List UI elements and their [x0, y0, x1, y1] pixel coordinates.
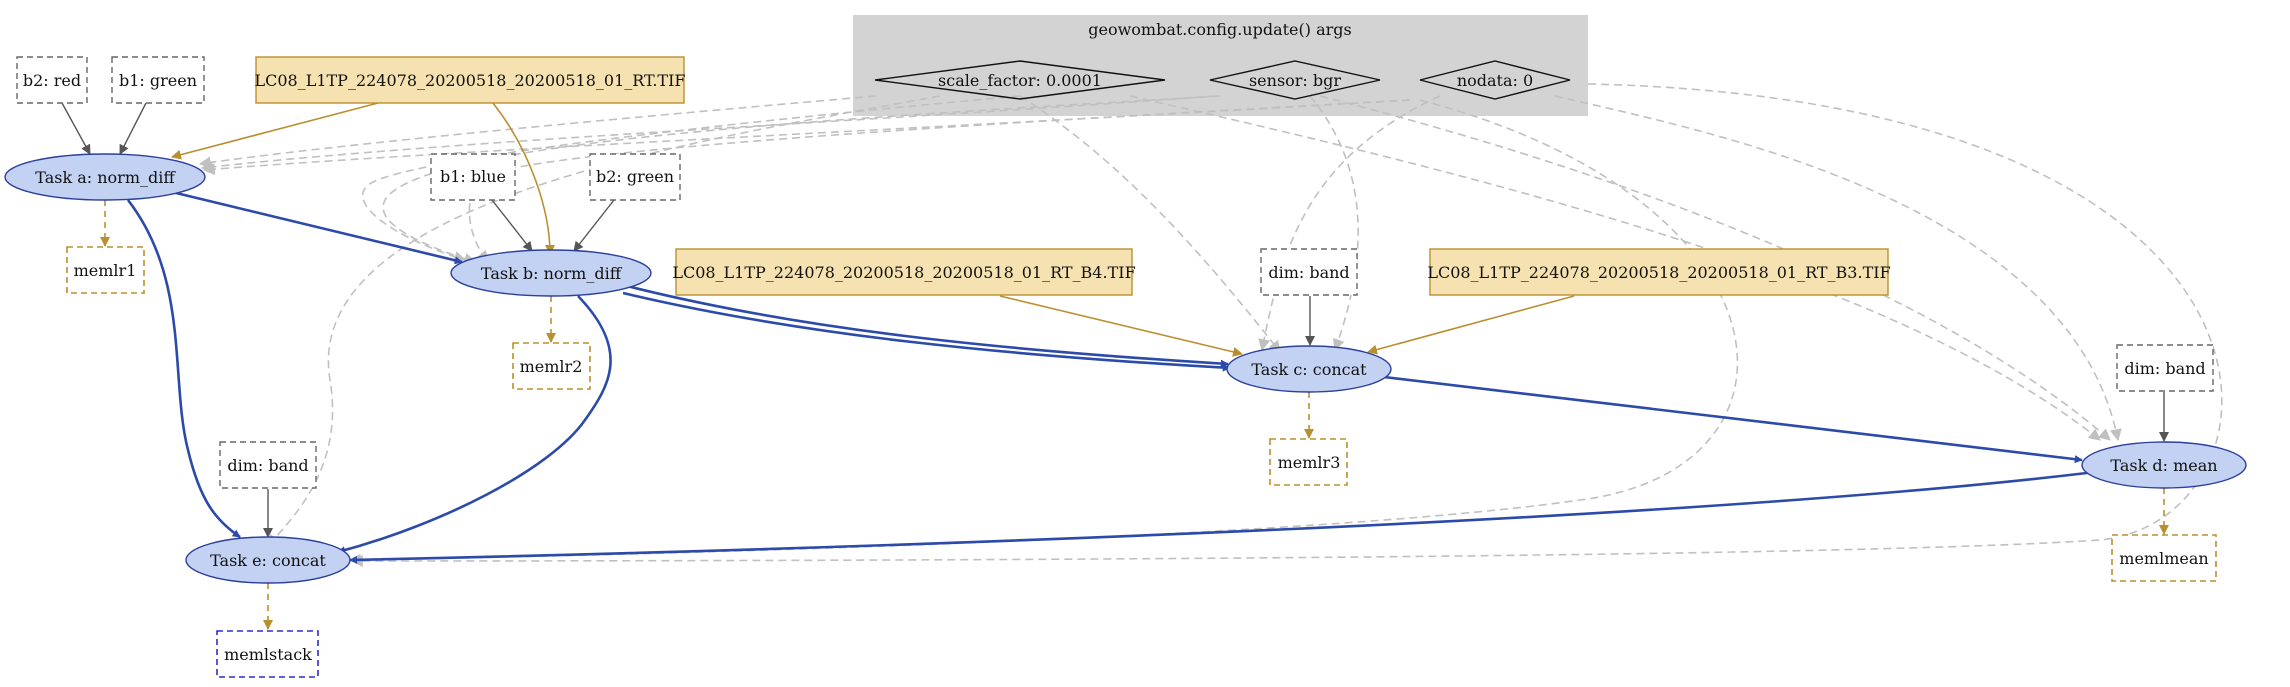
cfg-edge: [1129, 95, 2101, 441]
arg-b1-green: b1: green: [111, 56, 205, 104]
arg-dim-band-d: dim: band: [2116, 344, 2214, 392]
arg-dim-band-e: dim: band: [219, 441, 317, 489]
arg-b2-red: b2: red: [16, 56, 88, 104]
task-label: Task d: mean: [2110, 456, 2217, 475]
cfg-edge: [1258, 95, 1441, 352]
cfg-edge: [200, 95, 1216, 173]
file-label: LC08_L1TP_224078_20200518_20200518_01_RT…: [1427, 263, 1890, 282]
config-cluster: [853, 15, 1588, 116]
cfg-edge: [198, 95, 877, 169]
arg-label: b2: red: [23, 71, 81, 90]
arg-label: dim: band: [1268, 263, 1349, 282]
output-label: memlr2: [520, 357, 583, 376]
cfg-edge: [348, 99, 1739, 566]
config-arg-sensor: sensor: bgr: [1209, 60, 1381, 100]
file-edge: [1367, 295, 1575, 355]
arg-label: dim: band: [2124, 359, 2205, 378]
cfg-edge: [267, 95, 941, 547]
file-b3-tif: LC08_L1TP_224078_20200518_20200518_01_RT…: [1427, 248, 1891, 296]
arg-label: b1: green: [119, 71, 197, 90]
cfg-edge: [1309, 95, 1359, 352]
arg-edges: [61, 102, 2169, 538]
arg-label: b2: green: [596, 167, 674, 186]
task-a-node: Task a: norm_diff: [4, 153, 206, 201]
config-arg-nodata: nodata: 0: [1419, 60, 1571, 100]
cfg-edge: [1319, 95, 2111, 441]
output-label: memlr1: [74, 261, 137, 280]
main-edge: [1383, 375, 2083, 464]
cfg-edge: [1019, 95, 1281, 353]
file-edges: [171, 102, 1575, 357]
main-edge: [622, 283, 1229, 368]
output-label: memlr3: [1278, 453, 1341, 472]
task-b-node: Task b: norm_diff: [450, 249, 652, 297]
file-edge: [492, 102, 555, 255]
arg-edge: [491, 199, 533, 252]
config-cluster-title: geowombat.config.update() args: [1088, 20, 1351, 39]
file-label: LC08_L1TP_224078_20200518_20200518_01_RT…: [254, 71, 685, 90]
output-memlstack: memlstack: [216, 630, 319, 678]
main-edge: [126, 199, 241, 539]
cfg-edge: [1554, 95, 2122, 442]
main-edge: [349, 470, 2096, 564]
arg-edge: [61, 102, 91, 155]
arg-b2-green: b2: green: [589, 153, 681, 201]
arg-dim-band-c: dim: band: [1260, 248, 1358, 296]
file-b4-tif: LC08_L1TP_224078_20200518_20200518_01_RT…: [672, 248, 1136, 296]
arg-edge: [573, 199, 615, 252]
output-edges: [100, 200, 2169, 630]
task-label: Task a: norm_diff: [35, 168, 176, 187]
arg-edge: [119, 102, 147, 155]
cfg-edge: [468, 99, 1411, 263]
main-edge: [337, 295, 612, 555]
task-c-node: Task c: concat: [1226, 345, 1392, 393]
main-edge: [622, 291, 1231, 372]
config-arg-scale-factor: scale_factor: 0.0001: [874, 60, 1166, 100]
cfg-edge: [361, 95, 1021, 263]
task-label: Task b: norm_diff: [481, 264, 623, 283]
file-tif: LC08_L1TP_224078_20200518_20200518_01_RT…: [254, 56, 686, 104]
task-d-node: Task d: mean: [2081, 441, 2247, 489]
arg-label: b1: blue: [440, 167, 506, 186]
task-label: Task c: concat: [1251, 360, 1367, 379]
output-memlr2: memlr2: [512, 342, 591, 390]
config-arg-label: sensor: bgr: [1249, 71, 1341, 90]
config-arg-label: scale_factor: 0.0001: [938, 71, 1102, 90]
output-label: memlstack: [224, 645, 312, 664]
output-label: memlmean: [2119, 549, 2208, 568]
task-e-node: Task e: concat: [185, 536, 351, 584]
arg-label: dim: band: [227, 456, 308, 475]
task-label: Task e: concat: [210, 551, 326, 570]
file-edge: [171, 102, 379, 160]
output-memlr3: memlr3: [1269, 438, 1348, 486]
main-edges: [126, 190, 2096, 564]
arg-b1-blue: b1: blue: [430, 153, 516, 201]
config-arg-label: nodata: 0: [1457, 71, 1533, 90]
file-edge: [999, 295, 1243, 357]
main-edge: [171, 190, 463, 265]
file-label: LC08_L1TP_224078_20200518_20200518_01_RT…: [672, 263, 1135, 282]
cfg-edge: [350, 83, 2223, 567]
output-memlr1: memlr1: [66, 246, 145, 294]
output-memlmean: memlmean: [2111, 534, 2217, 582]
